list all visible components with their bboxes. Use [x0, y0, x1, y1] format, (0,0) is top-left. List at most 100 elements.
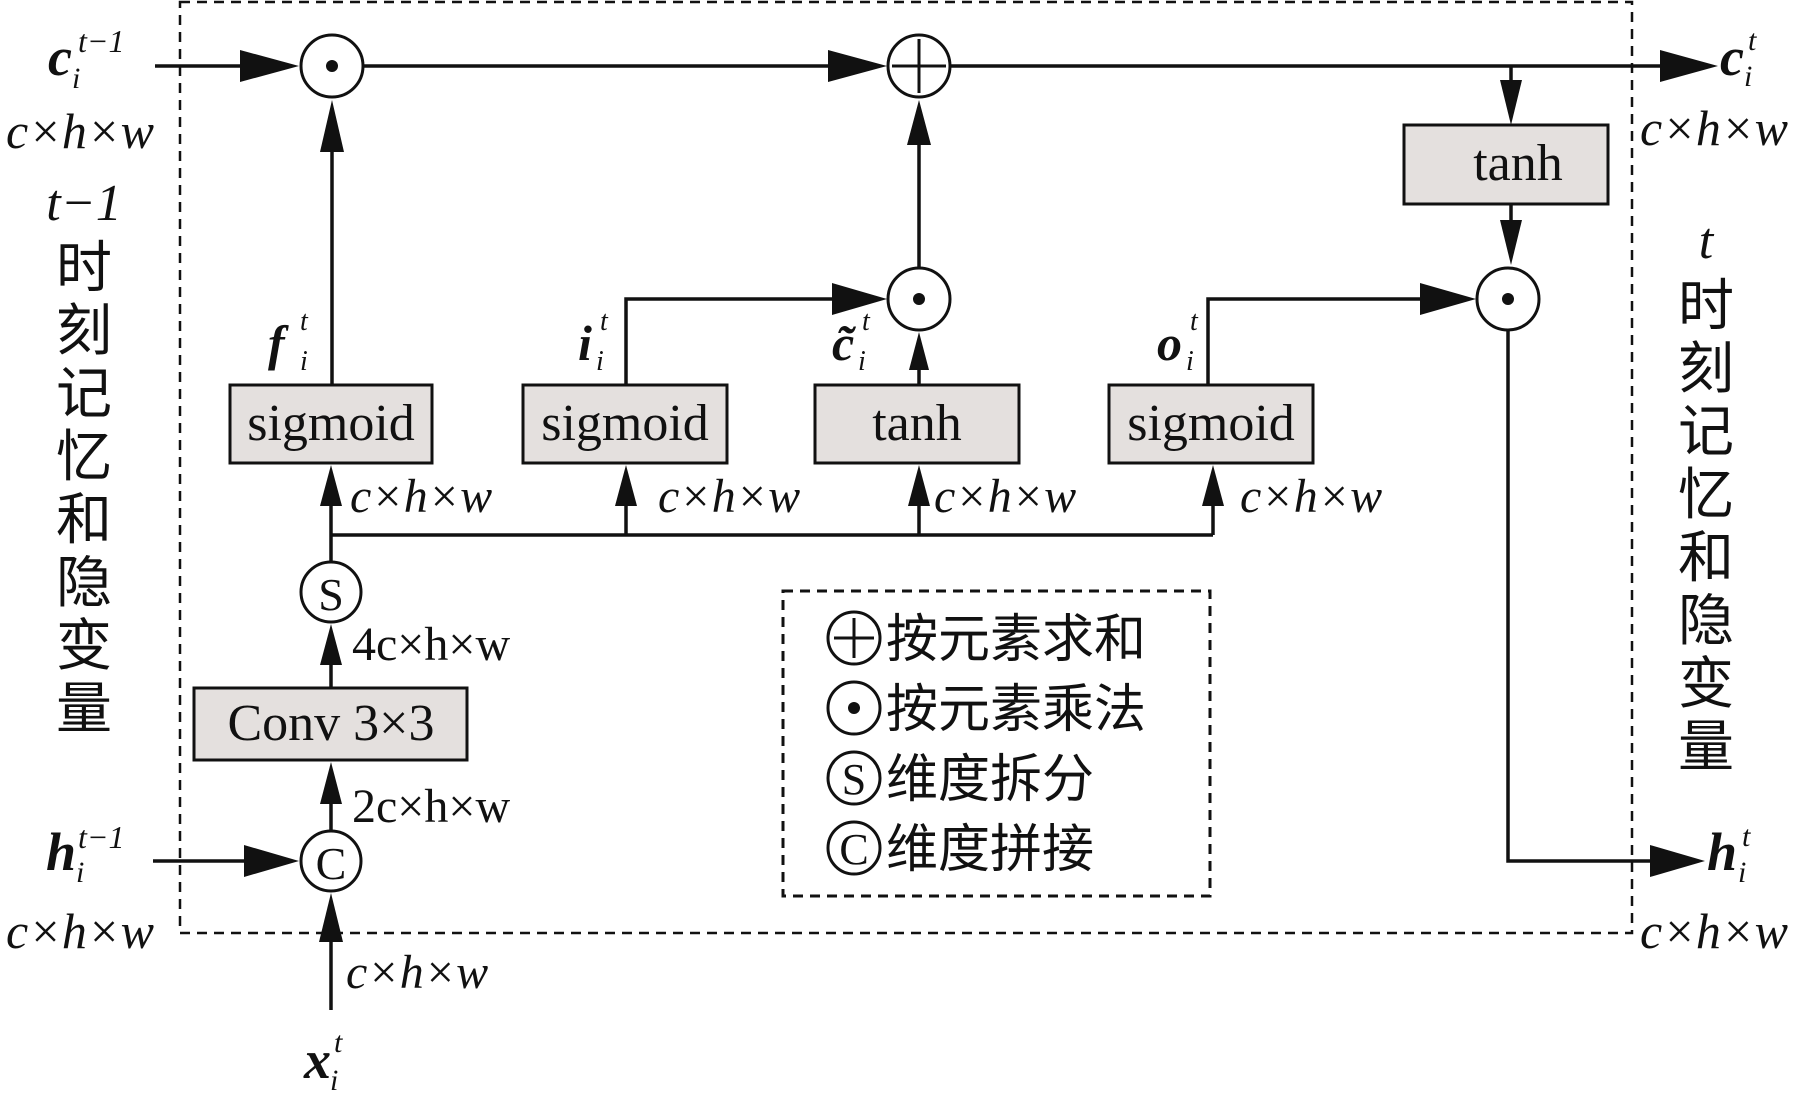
legend-label: 按元素求和 [886, 610, 1146, 670]
svg-text:t−1: t−1 [78, 819, 124, 855]
multiply-node-forget [299, 33, 365, 99]
right-time-label: t [1699, 213, 1715, 270]
left-caption-char: 和 [56, 488, 112, 553]
svg-text:i: i [76, 856, 84, 889]
right-caption-char: 记 [1678, 400, 1734, 465]
legend-box [781, 589, 1212, 898]
cell-tanh-box [1402, 123, 1610, 206]
forget-dim: c×h×w [350, 470, 492, 523]
svg-text:t: t [600, 306, 609, 337]
svg-text:i: i [596, 346, 604, 377]
legend-label: 维度拆分 [886, 750, 1094, 810]
arrow-head [1500, 220, 1522, 265]
svg-text:h: h [46, 822, 76, 882]
svg-text:t: t [1742, 820, 1751, 853]
svg-text:i: i [300, 346, 308, 377]
left-time-label: t−1 [46, 175, 122, 232]
svg-text:i: i [858, 346, 866, 377]
bus-arrows [320, 465, 1224, 570]
svg-text:c: c [1720, 27, 1744, 87]
left-caption-char: 隐 [56, 551, 112, 616]
left-caption-char: 时 [56, 236, 112, 301]
arrow-head [244, 845, 299, 877]
add-node [886, 33, 952, 99]
svg-text:C: C [316, 838, 347, 889]
c-prev-dim: c×h×w [6, 103, 154, 159]
c-t-label: c t i [1720, 24, 1757, 93]
candidate-dim: c×h×w [934, 470, 1076, 523]
svg-text:o: o [1157, 315, 1182, 371]
output-dim: c×h×w [1240, 470, 1382, 523]
arrow-head [1420, 283, 1476, 315]
cell-state-line [155, 50, 1718, 125]
legend-item: 按元素求和 [826, 610, 1146, 670]
legend-label: 按元素乘法 [886, 680, 1146, 740]
legend-item: C 维度拼接 [826, 820, 1094, 880]
right-caption-char: 刻 [1678, 337, 1734, 402]
left-caption-char: 刻 [56, 299, 112, 364]
svg-text:c: c [48, 27, 72, 87]
arrow-head [240, 50, 299, 82]
candidate-gate-box [813, 383, 1021, 465]
arrow-head [1500, 80, 1522, 125]
x-dim: c×h×w [346, 946, 488, 999]
h-t-label: h t i [1707, 820, 1751, 889]
svg-text:i: i [1186, 346, 1194, 377]
svg-text:S: S [842, 755, 866, 804]
legend-symbol-c-icon [826, 820, 882, 876]
svg-text:t: t [1748, 24, 1757, 57]
conv-box [192, 686, 469, 762]
forget-gate-var: f t i [268, 306, 309, 377]
conv-in-dim: 2c×h×w [352, 780, 510, 833]
left-caption-char: 忆 [56, 425, 112, 490]
svg-text:i: i [1744, 60, 1752, 93]
arrow-head [320, 100, 344, 152]
legend-label: 维度拼接 [886, 820, 1094, 880]
arrow-head [828, 50, 887, 82]
input-gate-label: sigmoid [541, 395, 709, 452]
h-prev-dim: c×h×w [6, 903, 154, 959]
cell-tanh-label: tanh [1473, 135, 1563, 192]
svg-text:f: f [268, 315, 289, 371]
c-prev-label: c t−1 i [48, 23, 124, 95]
right-caption-char: 和 [1678, 526, 1734, 591]
arrow-head [909, 332, 929, 370]
legend-item: S 维度拆分 [826, 750, 1094, 810]
arrow-head [320, 762, 342, 804]
arrow-head [1650, 845, 1705, 877]
svg-text:C: C [839, 825, 868, 874]
svg-text:i: i [72, 62, 80, 95]
multiply-node-output [1475, 266, 1541, 332]
svg-text:S: S [318, 569, 344, 620]
candidate-gate-label: tanh [872, 395, 962, 452]
input-gate-var: i t i [578, 306, 609, 377]
right-caption-char: 时 [1678, 274, 1734, 339]
right-caption-char: 忆 [1678, 463, 1734, 528]
left-caption-char: 变 [56, 614, 112, 679]
svg-text:t−1: t−1 [78, 23, 124, 59]
output-gate-box [1107, 383, 1315, 465]
svg-text:x: x [303, 1030, 331, 1090]
left-caption-char: 量 [56, 677, 112, 742]
arrow-head [320, 624, 342, 665]
candidate-gate-var: c̃ t i [832, 306, 871, 377]
output-gate-var: o t i [1157, 306, 1199, 377]
x-t-label: x t i [303, 1026, 343, 1097]
arrow-head [832, 283, 887, 315]
svg-text:t: t [862, 306, 871, 337]
h-t-dim: c×h×w [1640, 903, 1788, 959]
arrow-head [1660, 50, 1718, 82]
right-caption-char: 隐 [1678, 589, 1734, 654]
concat-node: C [299, 829, 363, 893]
split-node: S [299, 560, 363, 624]
svg-text:t: t [1190, 306, 1199, 337]
h-prev-label: h t−1 i [46, 819, 124, 889]
svg-text:t: t [300, 306, 309, 337]
input-dim: c×h×w [658, 470, 800, 523]
arrow-head [907, 100, 931, 145]
forget-gate-label: sigmoid [247, 395, 415, 452]
